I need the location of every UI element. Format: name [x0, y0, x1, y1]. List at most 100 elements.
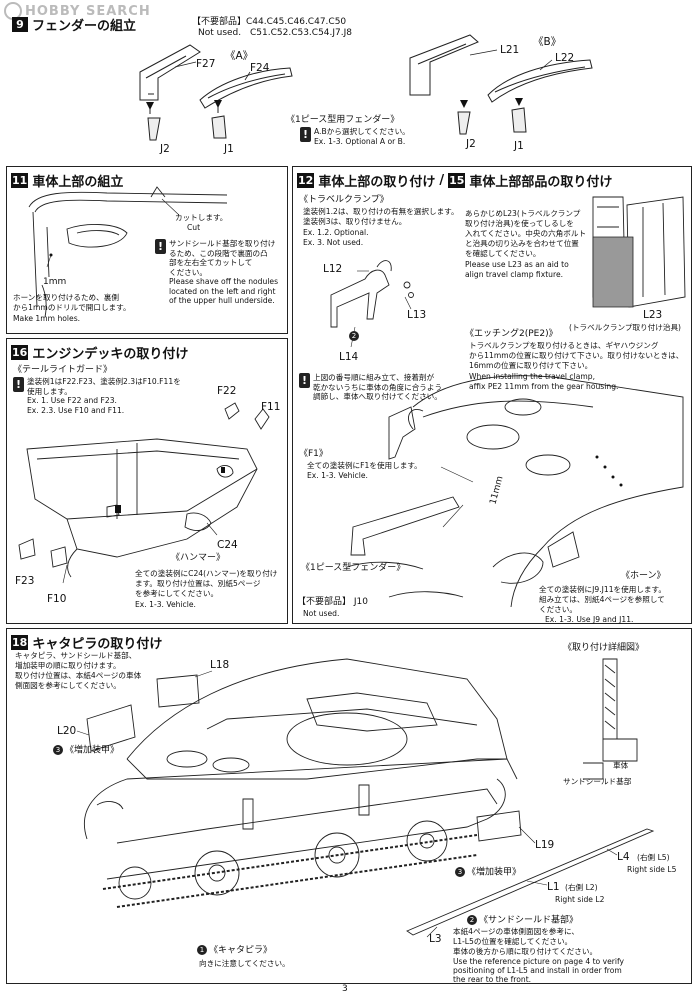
circled-number: 2 — [349, 331, 359, 341]
hole-en: Make 1mm holes. — [13, 314, 81, 323]
section-18-header: 18 キャタピラの取り付け — [11, 633, 162, 652]
horn-title: 《ホーン》 — [621, 571, 666, 581]
jig-jp-3: 入れてください。中央の六角ボルト — [465, 229, 587, 238]
armor-title: 《増加装甲》 — [467, 867, 522, 878]
part-j1-a: J1 — [224, 143, 234, 155]
part-l3: L3 — [429, 933, 442, 945]
travel-clamp-diagram — [293, 167, 693, 625]
nodule-en-3: of the upper hull underside. — [169, 296, 275, 305]
section-16: 16 エンジンデッキの取り付け 《テールライトガード》 ! 塗装例1はF22.F… — [6, 338, 288, 624]
sand-jp-1: 本紙4ページの車体側面図を参考に、 — [453, 927, 579, 936]
intro-jp-2: 増加装甲の順に取り付けます。 — [15, 661, 121, 670]
part-l12: L12 — [323, 263, 343, 275]
part-l4-right-en: Right side L5 — [627, 865, 677, 874]
intro-jp-4: 側面図を参考にしてください。 — [15, 681, 121, 690]
hole-jp-1: ホーンを取り付けるため、裏側 — [13, 293, 119, 302]
unused-label: 【不要部品】 — [297, 597, 352, 607]
horn-en: Ex. 1-3. Use J9 and J11. — [545, 615, 634, 624]
nodule-note: ! サンドシールド基部を取り付け るため、この段階で裏面の凸 部を左右全てカット… — [155, 239, 278, 306]
part-j1-b: J1 — [514, 140, 524, 152]
section-18: 18 キャタピラの取り付け キャタピラ、サンドシールド基部、 増加装甲の順に取り… — [6, 628, 692, 984]
one-piece-fender-title: 《1ピース型フェンダー》 — [301, 563, 406, 573]
clamp-en-2: Ex. 3. Not used. — [303, 238, 364, 247]
jig-jp-1: あらかじめL23(トラベルクランプ — [465, 209, 581, 218]
jig-caption: (トラベルクランプ取り付け治具) — [569, 323, 682, 332]
hammer-en: Ex. 1-3. Vehicle. — [135, 600, 196, 609]
step-number: 18 — [11, 635, 29, 650]
part-l1-right-en: Right side L2 — [555, 895, 605, 904]
etching-jp-2: から11mmの位置に取り付けて下さい。取り付けないときは、 — [469, 351, 684, 360]
part-l1-right-jp: (右側 L2) — [565, 883, 598, 892]
cut-label-jp: カットします。 — [175, 213, 228, 222]
track-title: 《キャタピラ》 — [209, 945, 273, 956]
caution-icon: ! — [300, 127, 311, 142]
etching-jp-1: トラベルクランプを取り付けるときは、ギヤハウジング — [469, 341, 659, 350]
circled-number: 3 — [53, 745, 63, 755]
section-title: キャタピラの取り付け — [32, 637, 163, 652]
step-number: 16 — [11, 345, 29, 360]
clamp-jp-1: 塗装例1.2は、取り付けの有無を選択します。 — [303, 207, 459, 216]
hammer-jp-1: 全ての塗装例にC24(ハンマー)を取り付け — [135, 569, 278, 578]
section-title: フェンダーの組立 — [32, 19, 137, 34]
section-title: エンジンデッキの取り付け — [32, 347, 189, 362]
travel-clamp-title: 《トラベルクランプ》 — [299, 195, 389, 205]
part-f11: F11 — [261, 401, 281, 413]
part-f24: F24 — [250, 62, 270, 74]
part-f23: F23 — [15, 575, 35, 587]
taillight-jp: 塗装例1はF22.F23、塗装例2.3はF10.F11を — [27, 377, 181, 386]
nodule-jp-2: るため、この段階で裏面の凸 — [169, 248, 268, 258]
order-jp-1: 上図の番号順に組み立て、接着剤が — [313, 373, 435, 382]
section-11: 11 車体上部の組立 カットします。 Cut ! サンドシールド基部を取り付け … — [6, 166, 288, 334]
nodule-en-1: Please shave off the nodules — [169, 277, 279, 286]
part-l1: L1 — [547, 881, 560, 893]
part-l14: L14 — [339, 351, 359, 363]
section-title: 車体上部の組立 — [32, 175, 124, 190]
page-number: 3 — [342, 984, 348, 994]
etching-title: 《エッチング2(PE2)》 — [465, 329, 558, 339]
caution-icon: ! — [13, 377, 24, 392]
sand-en-2: positioning of L1-L5 and install in orde… — [453, 966, 622, 975]
unused-parts-2: C51.C52.C53.C54.J7.J8 — [250, 28, 353, 38]
track-label: 1《キャタピラ》 — [197, 945, 272, 957]
unused-label: 【不要部品】 — [192, 17, 247, 27]
armor-left-label: 3《増加装甲》 — [53, 745, 119, 757]
horn-jp-3: ください。 — [539, 605, 577, 614]
part-l13: L13 — [407, 309, 427, 321]
hammer-jp-2: ます。取り付け位置は、別紙5ページ — [135, 579, 261, 588]
order-jp-3: 調節し、車体へ取り付けてください。 — [313, 392, 442, 401]
section-11-header: 11 車体上部の組立 — [11, 171, 123, 190]
sand-jp-3: 車体の後方から順に取り付けてください。 — [453, 947, 598, 956]
upper-hull-underside-diagram — [7, 167, 289, 335]
taillight-note: ! 塗装例1はF22.F23、塗装例2.3はF10.F11を 使用します。 Ex… — [13, 377, 181, 415]
jig-en-2: align travel clamp fixture. — [465, 270, 564, 279]
clamp-en-1: Ex. 1.2. Optional. — [303, 228, 369, 237]
note-line-en: Ex. 1-3. Optional A or B. — [314, 136, 406, 146]
not-used-label: Not used. — [198, 28, 242, 38]
title-separator: / — [439, 173, 445, 188]
one-piece-fender-title: 《1ピース型用フェンダー》 — [286, 115, 400, 125]
fender-a-diagram — [0, 0, 697, 170]
section-16-header: 16 エンジンデッキの取り付け — [11, 343, 188, 362]
order-jp-2: 乾かないうちに車体の角度に合うよう — [313, 382, 443, 392]
detail-view-title: 《取り付け詳細図》 — [563, 643, 645, 653]
not-used-label: Not used. — [303, 609, 340, 618]
jig-jp-5: を確認してください。 — [465, 249, 541, 258]
part-f22: F22 — [217, 385, 237, 397]
part-l23: L23 — [643, 309, 663, 321]
unused-part: J10 — [353, 597, 368, 607]
note-line-jp: A.Bから選択してください。 — [314, 127, 410, 136]
horn-jp-1: 全ての塗装例にJ9.J11を使用します。 — [539, 585, 666, 594]
taillight-jp-2: 使用します。 — [27, 386, 72, 396]
taillight-title: 《テールライトガード》 — [13, 365, 113, 375]
jig-en-1: Please use L23 as an aid to — [465, 260, 569, 269]
assembly-order-note: ! 上図の番号順に組み立て、接着剤が 乾かないうちに車体の角度に合うよう 調節し… — [299, 373, 442, 402]
etching-en-1: When installing the travel clamp, — [469, 372, 595, 381]
f1-title: 《F1》 — [299, 449, 328, 459]
detail-hull-label: 車体 — [613, 761, 629, 770]
part-l4: L4 — [617, 851, 630, 863]
clamp-jp-2: 塗装例3は、取り付けません。 — [303, 217, 407, 226]
unused-parts: 【不要部品】C44.C45.C46.C47.C50 — [192, 17, 346, 28]
engine-deck-diagram — [7, 339, 289, 625]
variant-b-label: 《B》 — [533, 36, 562, 48]
hammer-title: 《ハンマー》 — [171, 553, 226, 563]
